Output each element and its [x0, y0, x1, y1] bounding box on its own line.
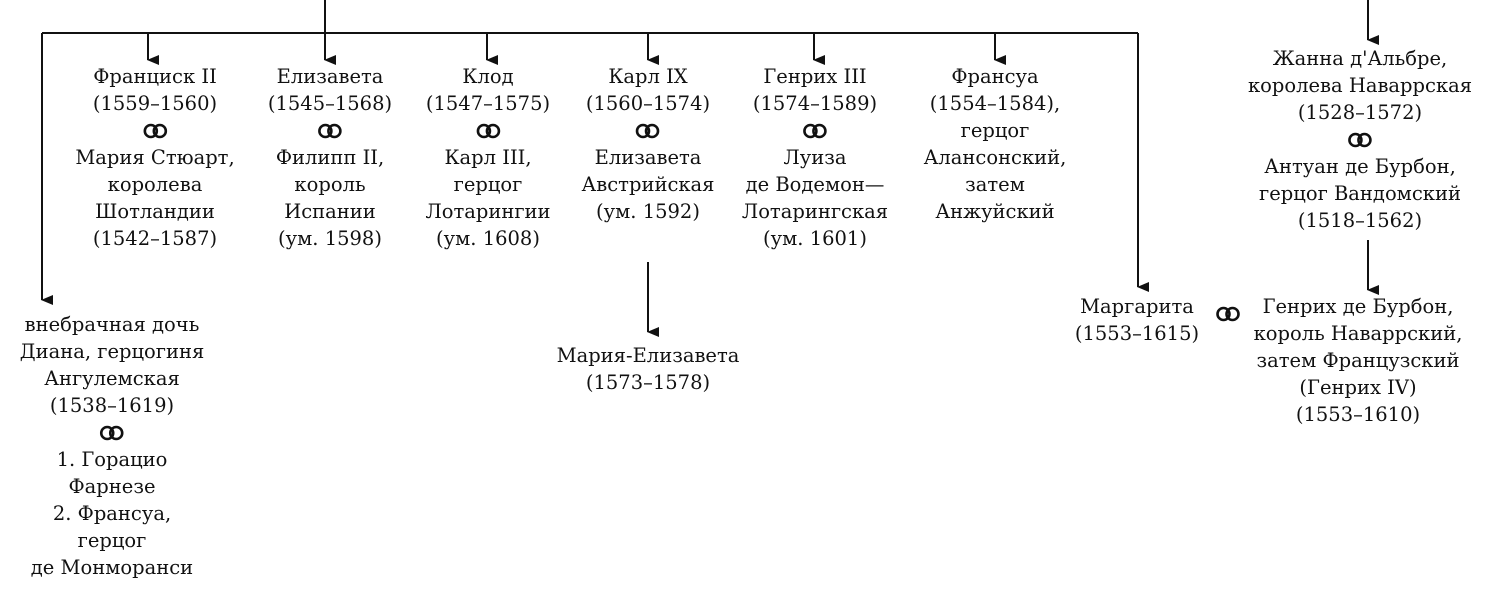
spouse-line: Лотарингии: [425, 200, 551, 223]
spouse-line: герцог: [453, 173, 523, 196]
marriage-rings-icon: [268, 117, 392, 144]
person-dates: (1554–1584),: [929, 92, 1061, 115]
spouse-line: (ум. 1592): [596, 200, 700, 223]
marriage-rings-icon: [1215, 306, 1241, 326]
person-title: затем: [965, 173, 1025, 196]
spouse-line: герцог: [77, 529, 147, 552]
person-name: Карл IX: [608, 65, 688, 88]
node-marie-elisabeth: Мария-Елизавета (1573–1578): [557, 342, 740, 396]
person-dates: (1553–1615): [1074, 322, 1200, 345]
person-regnal-name: (Генрих IV): [1299, 376, 1417, 399]
marriage-rings-icon: [582, 117, 715, 144]
node-jeanne-dalbret: Жанна д'Альбре, королева Наваррская (152…: [1248, 45, 1472, 234]
marriage-rings-icon: [75, 117, 234, 144]
person-dates: (1528–1572): [1297, 101, 1423, 124]
marriage-rings-icon: [425, 117, 550, 144]
person-dates: (1573–1578): [585, 371, 711, 394]
spouse-line: (ум. 1608): [436, 227, 540, 250]
spouse-line: (1518–1562): [1297, 209, 1423, 232]
node-claude: Клод (1547–1575) Карл III, герцог Лотари…: [425, 63, 550, 252]
person-dates: (1559–1560): [92, 92, 218, 115]
person-title: королева Наваррская: [1247, 74, 1473, 97]
person-title: Ангулемская: [44, 367, 180, 390]
person-name: Жанна д'Альбре,: [1272, 47, 1448, 70]
person-name: Диана, герцогиня: [19, 340, 205, 363]
spouse-line: Шотландии: [95, 200, 215, 223]
spouse-line: (ум. 1601): [763, 227, 867, 250]
spouse-line: королева: [107, 173, 203, 196]
spouse-line: де Монморанси: [30, 556, 194, 579]
person-title: Анжуйский: [935, 200, 1055, 223]
spouse-line: 2. Франсуа,: [52, 502, 172, 525]
spouse-line: Карл III,: [444, 146, 532, 169]
spouse-line: Австрийская: [581, 173, 715, 196]
person-name: Елизавета: [276, 65, 384, 88]
node-charles-ix: Карл IX (1560–1574) Елизавета Австрийска…: [582, 63, 715, 225]
spouse-line: Испании: [284, 200, 376, 223]
person-dates: (1545–1568): [267, 92, 393, 115]
marriage-rings-icon: [1248, 126, 1472, 153]
spouse-line: Фарнезе: [68, 475, 156, 498]
person-title: затем Французский: [1256, 349, 1460, 372]
person-name: Маргарита: [1080, 295, 1194, 318]
person-label: внебрачная дочь: [24, 313, 200, 336]
node-francis-ii: Франциск II (1559–1560) Мария Стюарт, ко…: [75, 63, 234, 252]
spouse-line: Филипп II,: [275, 146, 385, 169]
spouse-line: Мария Стюарт,: [75, 146, 235, 169]
person-dates: (1553–1610): [1295, 403, 1421, 426]
node-margaret: Маргарита (1553–1615): [1075, 293, 1199, 347]
person-name: Франсуа: [951, 65, 1039, 88]
person-dates: (1574–1589): [752, 92, 878, 115]
spouse-line: король: [294, 173, 366, 196]
person-title: Алансонский,: [923, 146, 1067, 169]
person-name: Генрих III: [763, 65, 867, 88]
spouse-line: Лотарингская: [741, 200, 889, 223]
person-title: герцог: [960, 119, 1030, 142]
spouse-line: (ум. 1598): [278, 227, 382, 250]
marriage-rings-icon: [742, 117, 888, 144]
spouse-line: герцог Вандомский: [1259, 182, 1461, 205]
spouse-line: Антуан де Бурбон,: [1264, 155, 1456, 178]
spouse-line: Луиза: [783, 146, 847, 169]
node-elizabeth: Елизавета (1545–1568) Филипп II, король …: [268, 63, 392, 252]
person-dates: (1538–1619): [49, 394, 175, 417]
person-name: Мария-Елизавета: [556, 344, 740, 367]
node-henry-iv: Генрих де Бурбон, король Наваррский, зат…: [1254, 293, 1463, 428]
spouse-line: 1. Горацио: [56, 448, 168, 471]
node-diane: внебрачная дочь Диана, герцогиня Ангулем…: [20, 311, 205, 581]
person-name: Клод: [462, 65, 514, 88]
person-name: Генрих де Бурбон,: [1262, 295, 1454, 318]
node-henry-iii: Генрих III (1574–1589) Луиза де Водемон—…: [742, 63, 888, 252]
person-title: король Наваррский,: [1253, 322, 1463, 345]
person-dates: (1560–1574): [585, 92, 711, 115]
spouse-line: Елизавета: [594, 146, 702, 169]
person-dates: (1547–1575): [425, 92, 551, 115]
spouse-line: де Водемон—: [745, 173, 885, 196]
node-francois: Франсуа (1554–1584), герцог Алансонский,…: [924, 63, 1067, 225]
person-name: Франциск II: [93, 65, 217, 88]
marriage-rings-icon: [20, 419, 205, 446]
spouse-line: (1542–1587): [92, 227, 218, 250]
